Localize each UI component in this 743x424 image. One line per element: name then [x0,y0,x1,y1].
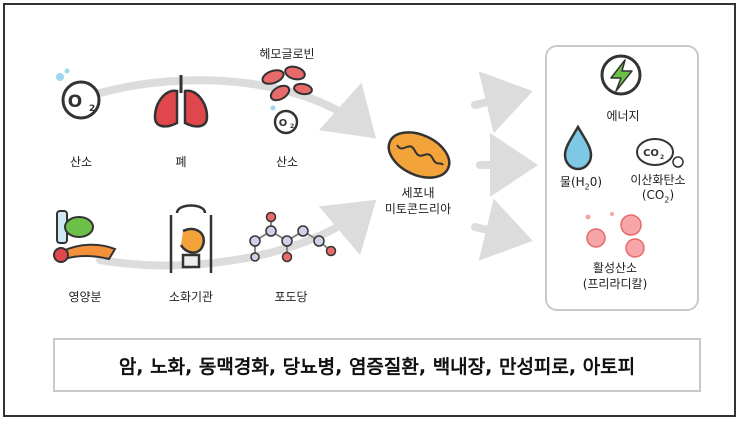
svg-text:2: 2 [290,123,294,130]
water-drop-icon [563,124,593,171]
result-box [545,45,699,311]
label-glucose: 포도당 [274,290,308,304]
label-oxygen: 산소 [69,155,93,169]
arrow-to-ros [471,198,533,261]
disease-list: 암, 노화, 동맥경화, 당뇨병, 염증질환, 백내장, 만성피로, 아토피 [118,355,636,378]
diagram-frame: O 2 O 2 [3,3,736,417]
label-energy: 에너지 [606,109,640,123]
nutrients-icon [53,210,117,263]
hemoglobin-icon [261,65,313,102]
label-water: 물(H20) [559,175,603,192]
label-ros-line2: (프리라디칼) [582,277,648,291]
mitochondria-icon [387,131,451,179]
lung-icon [153,75,209,128]
label-oxygen2: 산소 [275,155,299,169]
ros-icon [585,212,645,258]
label-mitochondria-line1: 세포내 [401,186,435,200]
svg-text:2: 2 [89,104,95,114]
disease-list-box: 암, 노화, 동맥경화, 당뇨병, 염증질환, 백내장, 만성피로, 아토피 [53,338,701,392]
digestive-icon [169,204,213,273]
label-digestive: 소화기관 [168,290,214,304]
svg-text:O: O [68,92,82,112]
label-nutrients: 영양분 [68,290,102,304]
flow-arrows [96,71,538,270]
oxygen-icon: O 2 [56,68,101,120]
arrow-to-energy [471,71,533,134]
energy-icon [600,54,642,96]
arrow-glucose-path [96,199,377,270]
label-lung: 폐 [175,155,187,169]
glucose-icon [249,211,337,263]
arrow-oxygen-path [96,76,376,139]
diagram-graphics: O 2 O 2 [53,54,684,273]
svg-text:CO: CO [643,148,659,159]
co2-icon: CO 2 [636,138,684,168]
oxygen-small-icon: O 2 [270,105,299,135]
label-co2-line1: 이산화탄소 [630,173,686,187]
svg-text:2: 2 [660,154,664,161]
label-co2-line2: (CO2) [641,188,675,205]
label-mitochondria-line2: 미토콘드리아 [384,202,452,216]
svg-text:O: O [279,118,288,129]
label-ros-line1: 활성산소 [592,261,638,275]
label-hemoglobin: 헤모글로빈 [259,47,315,61]
